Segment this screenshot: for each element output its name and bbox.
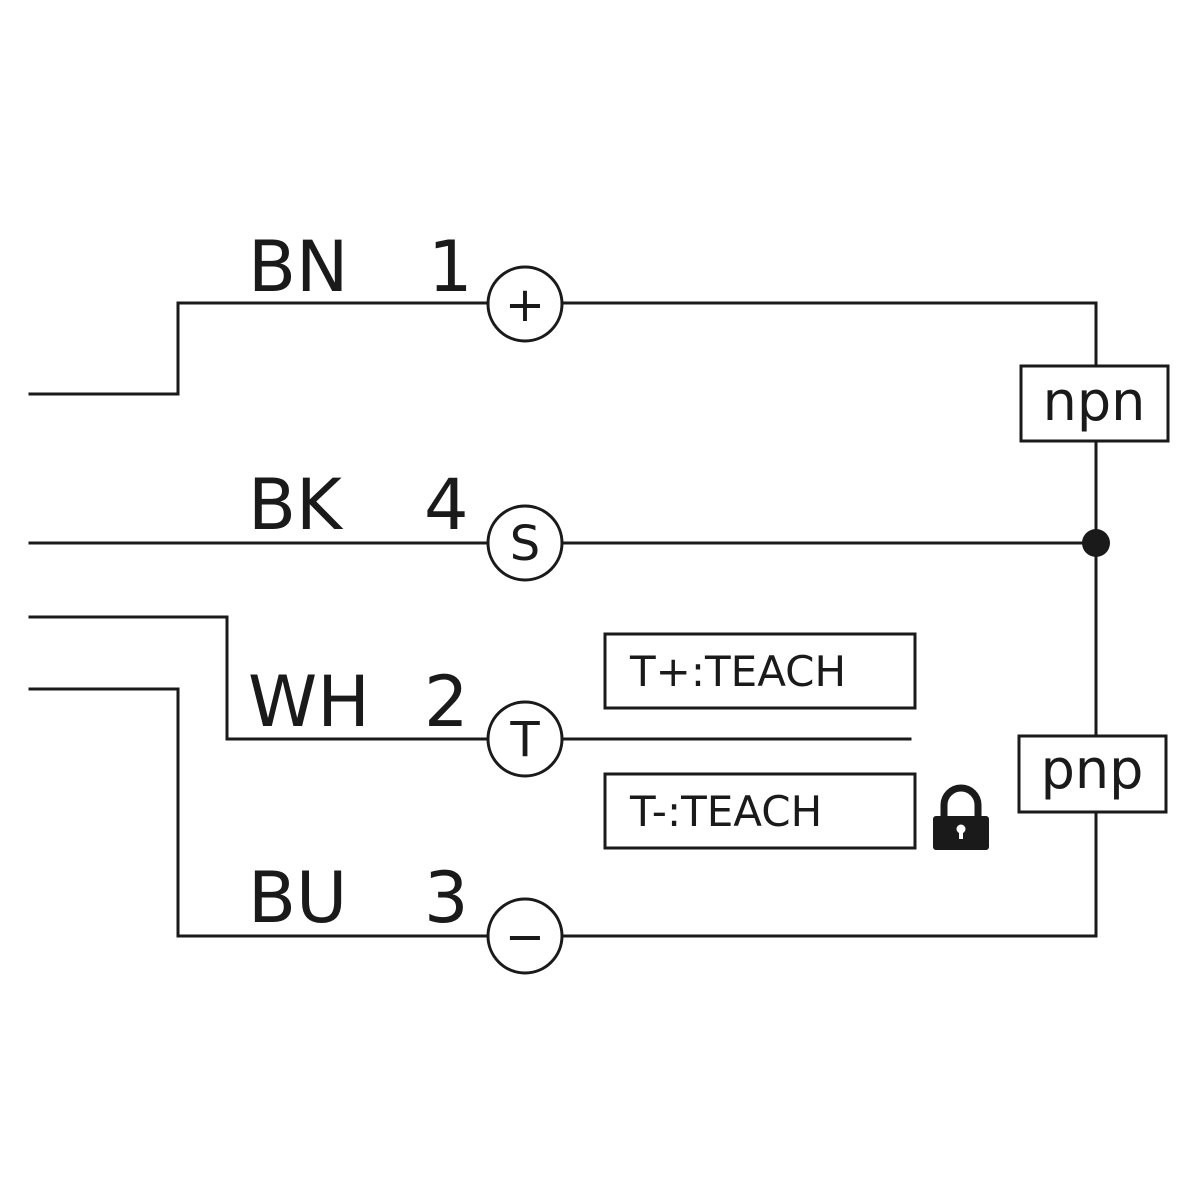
wire-bu — [28, 687, 1098, 938]
teach-plus-label: T+:TEACH — [629, 647, 846, 696]
pnp-label: pnp — [1041, 738, 1144, 801]
terminal-plus: + — [486, 265, 564, 343]
terminal-teach-symbol: T — [509, 712, 540, 768]
npn-label: npn — [1043, 370, 1146, 433]
wire-pin-2: 2 — [424, 661, 469, 743]
teach-minus-box: T-:TEACH — [603, 772, 917, 850]
wire-color-bk: BK — [248, 464, 344, 546]
padlock-icon — [933, 784, 989, 850]
teach-minus-label: T-:TEACH — [629, 787, 822, 836]
wire-color-bn: BN — [248, 226, 348, 308]
wire-color-bu: BU — [248, 857, 347, 939]
wire-pin-1: 1 — [428, 226, 473, 308]
wire-pin-3: 3 — [424, 857, 469, 939]
terminal-signal: S — [486, 504, 564, 582]
teach-plus-box: T+:TEACH — [603, 632, 917, 710]
pnp-box: pnp — [1017, 734, 1168, 814]
npn-box: npn — [1019, 364, 1170, 443]
terminal-signal-symbol: S — [510, 516, 540, 572]
wire-bn — [28, 301, 1098, 396]
terminal-minus-symbol: − — [505, 909, 545, 965]
junction-dot — [1082, 529, 1110, 557]
wire-wh — [28, 615, 912, 741]
wire-pin-4: 4 — [424, 464, 469, 546]
terminal-plus-symbol: + — [505, 277, 545, 333]
wire-color-wh: WH — [248, 661, 370, 743]
terminal-teach: T — [486, 700, 564, 778]
terminal-minus: − — [486, 897, 564, 975]
